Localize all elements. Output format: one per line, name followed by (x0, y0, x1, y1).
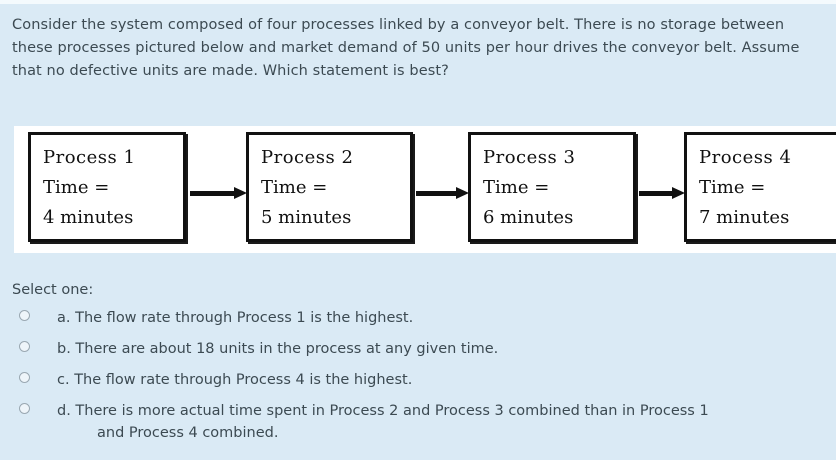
select-one-label: Select one: (12, 282, 94, 298)
answer-option-b-label: b. There are about 18 units in the proce… (57, 341, 499, 357)
process-box-4-title: Process 4 (699, 147, 792, 168)
answer-option-d-label-continued: and Process 4 combined. (97, 425, 279, 441)
radio-button-c[interactable] (19, 372, 30, 383)
answer-option-c[interactable]: c. The flow rate through Process 4 is th… (0, 369, 836, 400)
process-box-1: Process 1 Time = 4 minutes (28, 132, 186, 242)
process-box-3-time-value: 6 minutes (483, 207, 574, 228)
process-box-2-time-label: Time = (261, 177, 328, 198)
process-box-4-time-value: 7 minutes (699, 207, 790, 228)
question-stem: Consider the system composed of four pro… (12, 17, 800, 79)
radio-button-d[interactable] (19, 403, 30, 414)
answer-option-c-label: c. The flow rate through Process 4 is th… (57, 372, 413, 388)
process-flow-diagram: Process 1 Time = 4 minutes Process 2 Tim… (14, 126, 836, 253)
process-box-4-text: Process 4 Time = 7 minutes (699, 143, 791, 233)
arrow-right-icon-1 (190, 187, 247, 199)
process-box-1-text: Process 1 Time = 4 minutes (43, 143, 135, 233)
top-edge-strip (0, 0, 836, 4)
answer-option-b[interactable]: b. There are about 18 units in the proce… (0, 338, 836, 369)
process-box-1-title: Process 1 (43, 147, 136, 168)
arrow-head (672, 187, 685, 199)
process-box-4-time-label: Time = (699, 177, 766, 198)
process-box-1-time-value: 4 minutes (43, 207, 134, 228)
arrow-right-icon-3 (639, 187, 685, 199)
process-box-2: Process 2 Time = 5 minutes (246, 132, 413, 242)
answer-options-list: a. The flow rate through Process 1 is th… (0, 307, 836, 444)
process-box-2-text: Process 2 Time = 5 minutes (261, 143, 353, 233)
answer-option-a-label: a. The flow rate through Process 1 is th… (57, 310, 414, 326)
answer-option-a[interactable]: a. The flow rate through Process 1 is th… (0, 307, 836, 338)
process-box-3-text: Process 3 Time = 6 minutes (483, 143, 575, 233)
process-box-3-title: Process 3 (483, 147, 576, 168)
answer-option-d[interactable]: d. There is more actual time spent in Pr… (0, 400, 836, 444)
arrow-shaft (416, 191, 457, 196)
arrow-head (234, 187, 247, 199)
arrow-shaft (639, 191, 673, 196)
radio-button-a[interactable] (19, 310, 30, 321)
process-box-3-time-label: Time = (483, 177, 550, 198)
arrow-shaft (190, 191, 235, 196)
arrow-head (456, 187, 469, 199)
arrow-right-icon-2 (416, 187, 469, 199)
process-box-2-time-value: 5 minutes (261, 207, 352, 228)
answer-option-d-label: d. There is more actual time spent in Pr… (57, 403, 709, 419)
process-box-4: Process 4 Time = 7 minutes (684, 132, 836, 242)
process-box-3: Process 3 Time = 6 minutes (468, 132, 636, 242)
radio-button-b[interactable] (19, 341, 30, 352)
process-box-1-time-label: Time = (43, 177, 110, 198)
process-box-2-title: Process 2 (261, 147, 354, 168)
